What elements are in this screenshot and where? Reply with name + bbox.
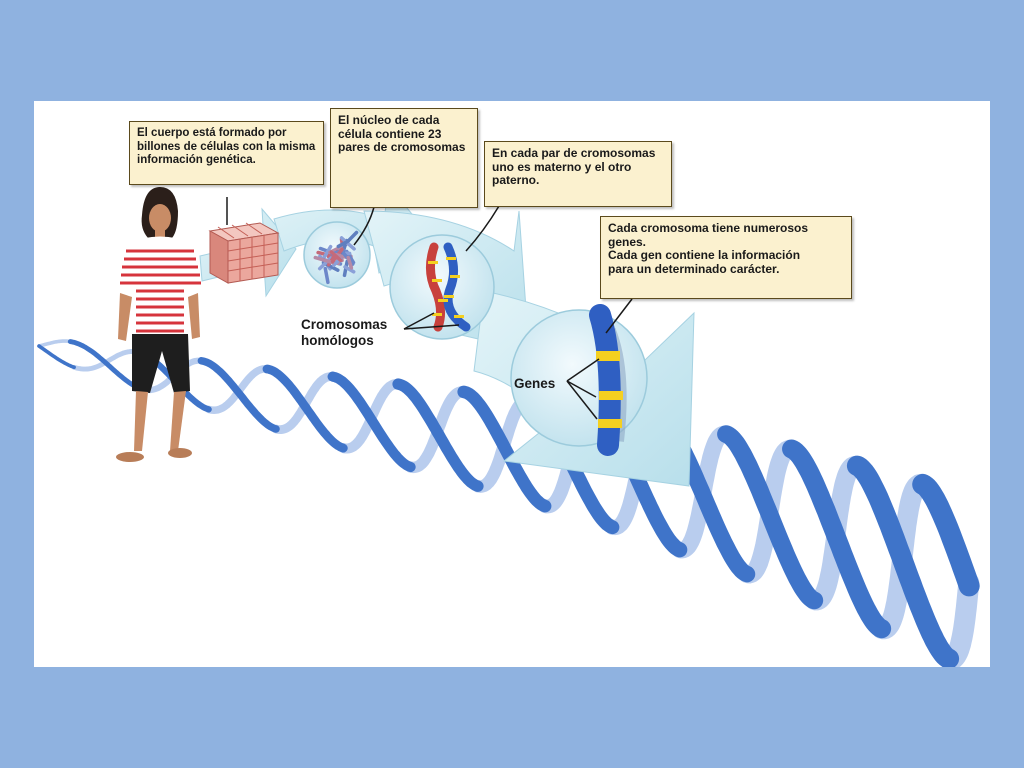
chromosome-squiggle [329,250,343,263]
dna-strand-segment [327,371,416,473]
tissue-block [208,222,280,284]
label-homologous-chromosomes: Cromosomas homólogos [301,317,388,348]
chromosome-pair-circle [389,234,495,340]
dna-strand-segment [392,378,484,492]
dna-strand-segment [37,344,76,370]
callout-chromosome-pairs: En cada par de cromosomas uno es materno… [484,141,672,207]
chromosome-squiggle [343,265,356,274]
dna-strand-segment [782,439,892,639]
woman-figure [116,187,202,462]
dna-strand-segment [457,385,552,513]
dna-strand-segment [912,473,980,597]
chromosome-squiggle [322,244,333,259]
connector-lines [226,197,633,420]
gene-bands [596,351,623,428]
dna-strand-segment [67,339,144,392]
dna-strand-segment [197,357,280,433]
chromosome-squiggle [346,255,354,270]
chromosome-squiggle [313,255,335,265]
callout-nucleus: El núcleo de cada célula contiene 23 par… [330,108,478,208]
nucleus-circle [303,221,371,289]
chromosome-squiggle [323,266,330,285]
chromosome-squiggle [334,252,348,259]
callout-body-cells: El cuerpo está formado por billones de c… [129,121,324,185]
dna-strand-segment [846,455,960,667]
dna-strand-segment [37,339,73,348]
chromosome-squiggle [336,239,350,249]
diagram-panel: El cuerpo está formado por billones de c… [34,101,990,667]
genetics-illustration [37,184,980,667]
label-genes: Genes [514,376,556,391]
maternal-chromosome [426,242,446,332]
dna-strand-segment [717,425,824,610]
dna-double-helix [37,339,980,667]
callout-genes: Cada cromosoma tiene numerosos genes. Ca… [600,216,852,299]
dna-strand-segment [262,364,348,453]
chromosome-squiggle [339,236,356,251]
gene-circle [510,304,648,456]
